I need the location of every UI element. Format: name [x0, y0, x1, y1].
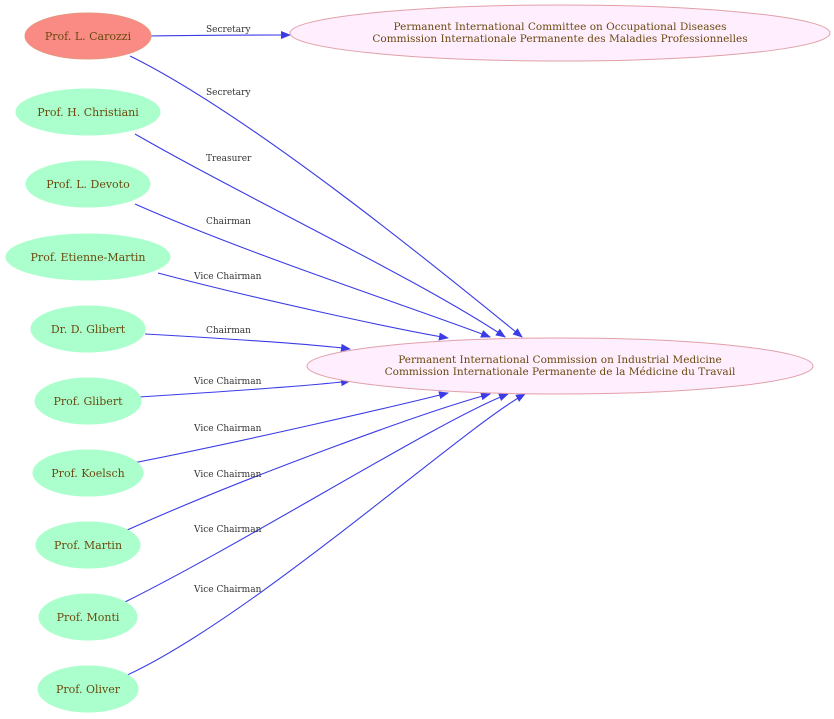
organization-name-french: Commission Internationale Permanente de … — [385, 366, 736, 378]
person-node-oliver: Prof. Oliver — [37, 665, 139, 713]
edge-label: Vice Chairman — [193, 272, 262, 282]
person-label: Prof. Oliver — [56, 683, 121, 696]
person-node-glibert: Prof. Glibert — [34, 377, 142, 425]
edge-devoto-to-picm — [134, 203, 491, 338]
person-ellipse — [38, 593, 138, 641]
edge-label: Vice Chairman — [193, 525, 262, 535]
edge-label: Vice Chairman — [193, 470, 262, 480]
person-node-etienne: Prof. Etienne-Martin — [5, 233, 171, 281]
edge-label: Vice Chairman — [193, 585, 262, 595]
edge-label: Vice Chairman — [193, 424, 262, 434]
edge-label: Chairman — [206, 326, 251, 336]
person-node-monti: Prof. Monti — [38, 593, 138, 641]
edge-etienne-to-picm — [157, 272, 449, 341]
person-ellipse — [34, 377, 142, 425]
edge-label: Chairman — [206, 217, 251, 227]
edge-martin-to-picm — [124, 392, 491, 532]
person-ellipse — [15, 88, 161, 136]
edge-oliver-to-picm — [122, 393, 526, 678]
person-ellipse — [30, 305, 146, 353]
edge-label: Treasurer — [206, 154, 252, 164]
person-ellipse — [32, 449, 144, 497]
person-node-martin: Prof. Martin — [35, 521, 141, 569]
edge-label: Secretary — [206, 25, 251, 35]
person-ellipse — [25, 160, 151, 208]
person-ellipse — [24, 12, 152, 60]
person-label: Prof. Martin — [54, 539, 122, 552]
person-ellipse — [37, 665, 139, 713]
person-label: Prof. Glibert — [53, 395, 123, 408]
organization-name-english: Permanent International Commission on In… — [398, 354, 722, 366]
person-label: Prof. Etienne-Martin — [31, 251, 146, 264]
person-label: Prof. Monti — [57, 611, 120, 624]
edge-christiani-to-picm — [134, 133, 506, 338]
organization-name-french: Commission Internationale Permanente des… — [372, 33, 747, 45]
organization-node-picm: Permanent International Commission on In… — [306, 337, 814, 395]
edge-glibert-to-picm — [138, 378, 351, 398]
edge-label: Vice Chairman — [193, 377, 262, 387]
person-node-carozzi: Prof. L. Carozzi — [24, 12, 152, 60]
edge-label: Secretary — [206, 88, 251, 98]
person-label: Prof. Koelsch — [51, 467, 124, 480]
person-node-devoto: Prof. L. Devoto — [25, 160, 151, 208]
person-label: Prof. L. Devoto — [46, 178, 130, 191]
edge-dglibert-to-picm — [144, 333, 351, 352]
organization-ellipse — [306, 337, 814, 395]
edge-monti-to-picm — [122, 393, 509, 604]
person-label: Prof. H. Christiani — [37, 106, 139, 119]
person-ellipse — [35, 521, 141, 569]
person-ellipse — [5, 233, 171, 281]
organization-node-pico: Permanent International Committee on Occ… — [289, 4, 831, 62]
edges-layer: SecretarySecretaryTreasurerChairmanVice … — [122, 25, 526, 678]
person-label: Dr. D. Glibert — [51, 323, 126, 336]
organization-ellipse — [289, 4, 831, 62]
person-node-dglibert: Dr. D. Glibert — [30, 305, 146, 353]
person-label: Prof. L. Carozzi — [45, 30, 132, 43]
organization-name-english: Permanent International Committee on Occ… — [394, 21, 727, 33]
edge-carozzi-to-pico — [149, 31, 291, 40]
person-node-koelsch: Prof. Koelsch — [32, 449, 144, 497]
edge-carozzi-to-picm — [129, 55, 523, 338]
edge-koelsch-to-picm — [132, 391, 449, 464]
person-node-christiani: Prof. H. Christiani — [15, 88, 161, 136]
